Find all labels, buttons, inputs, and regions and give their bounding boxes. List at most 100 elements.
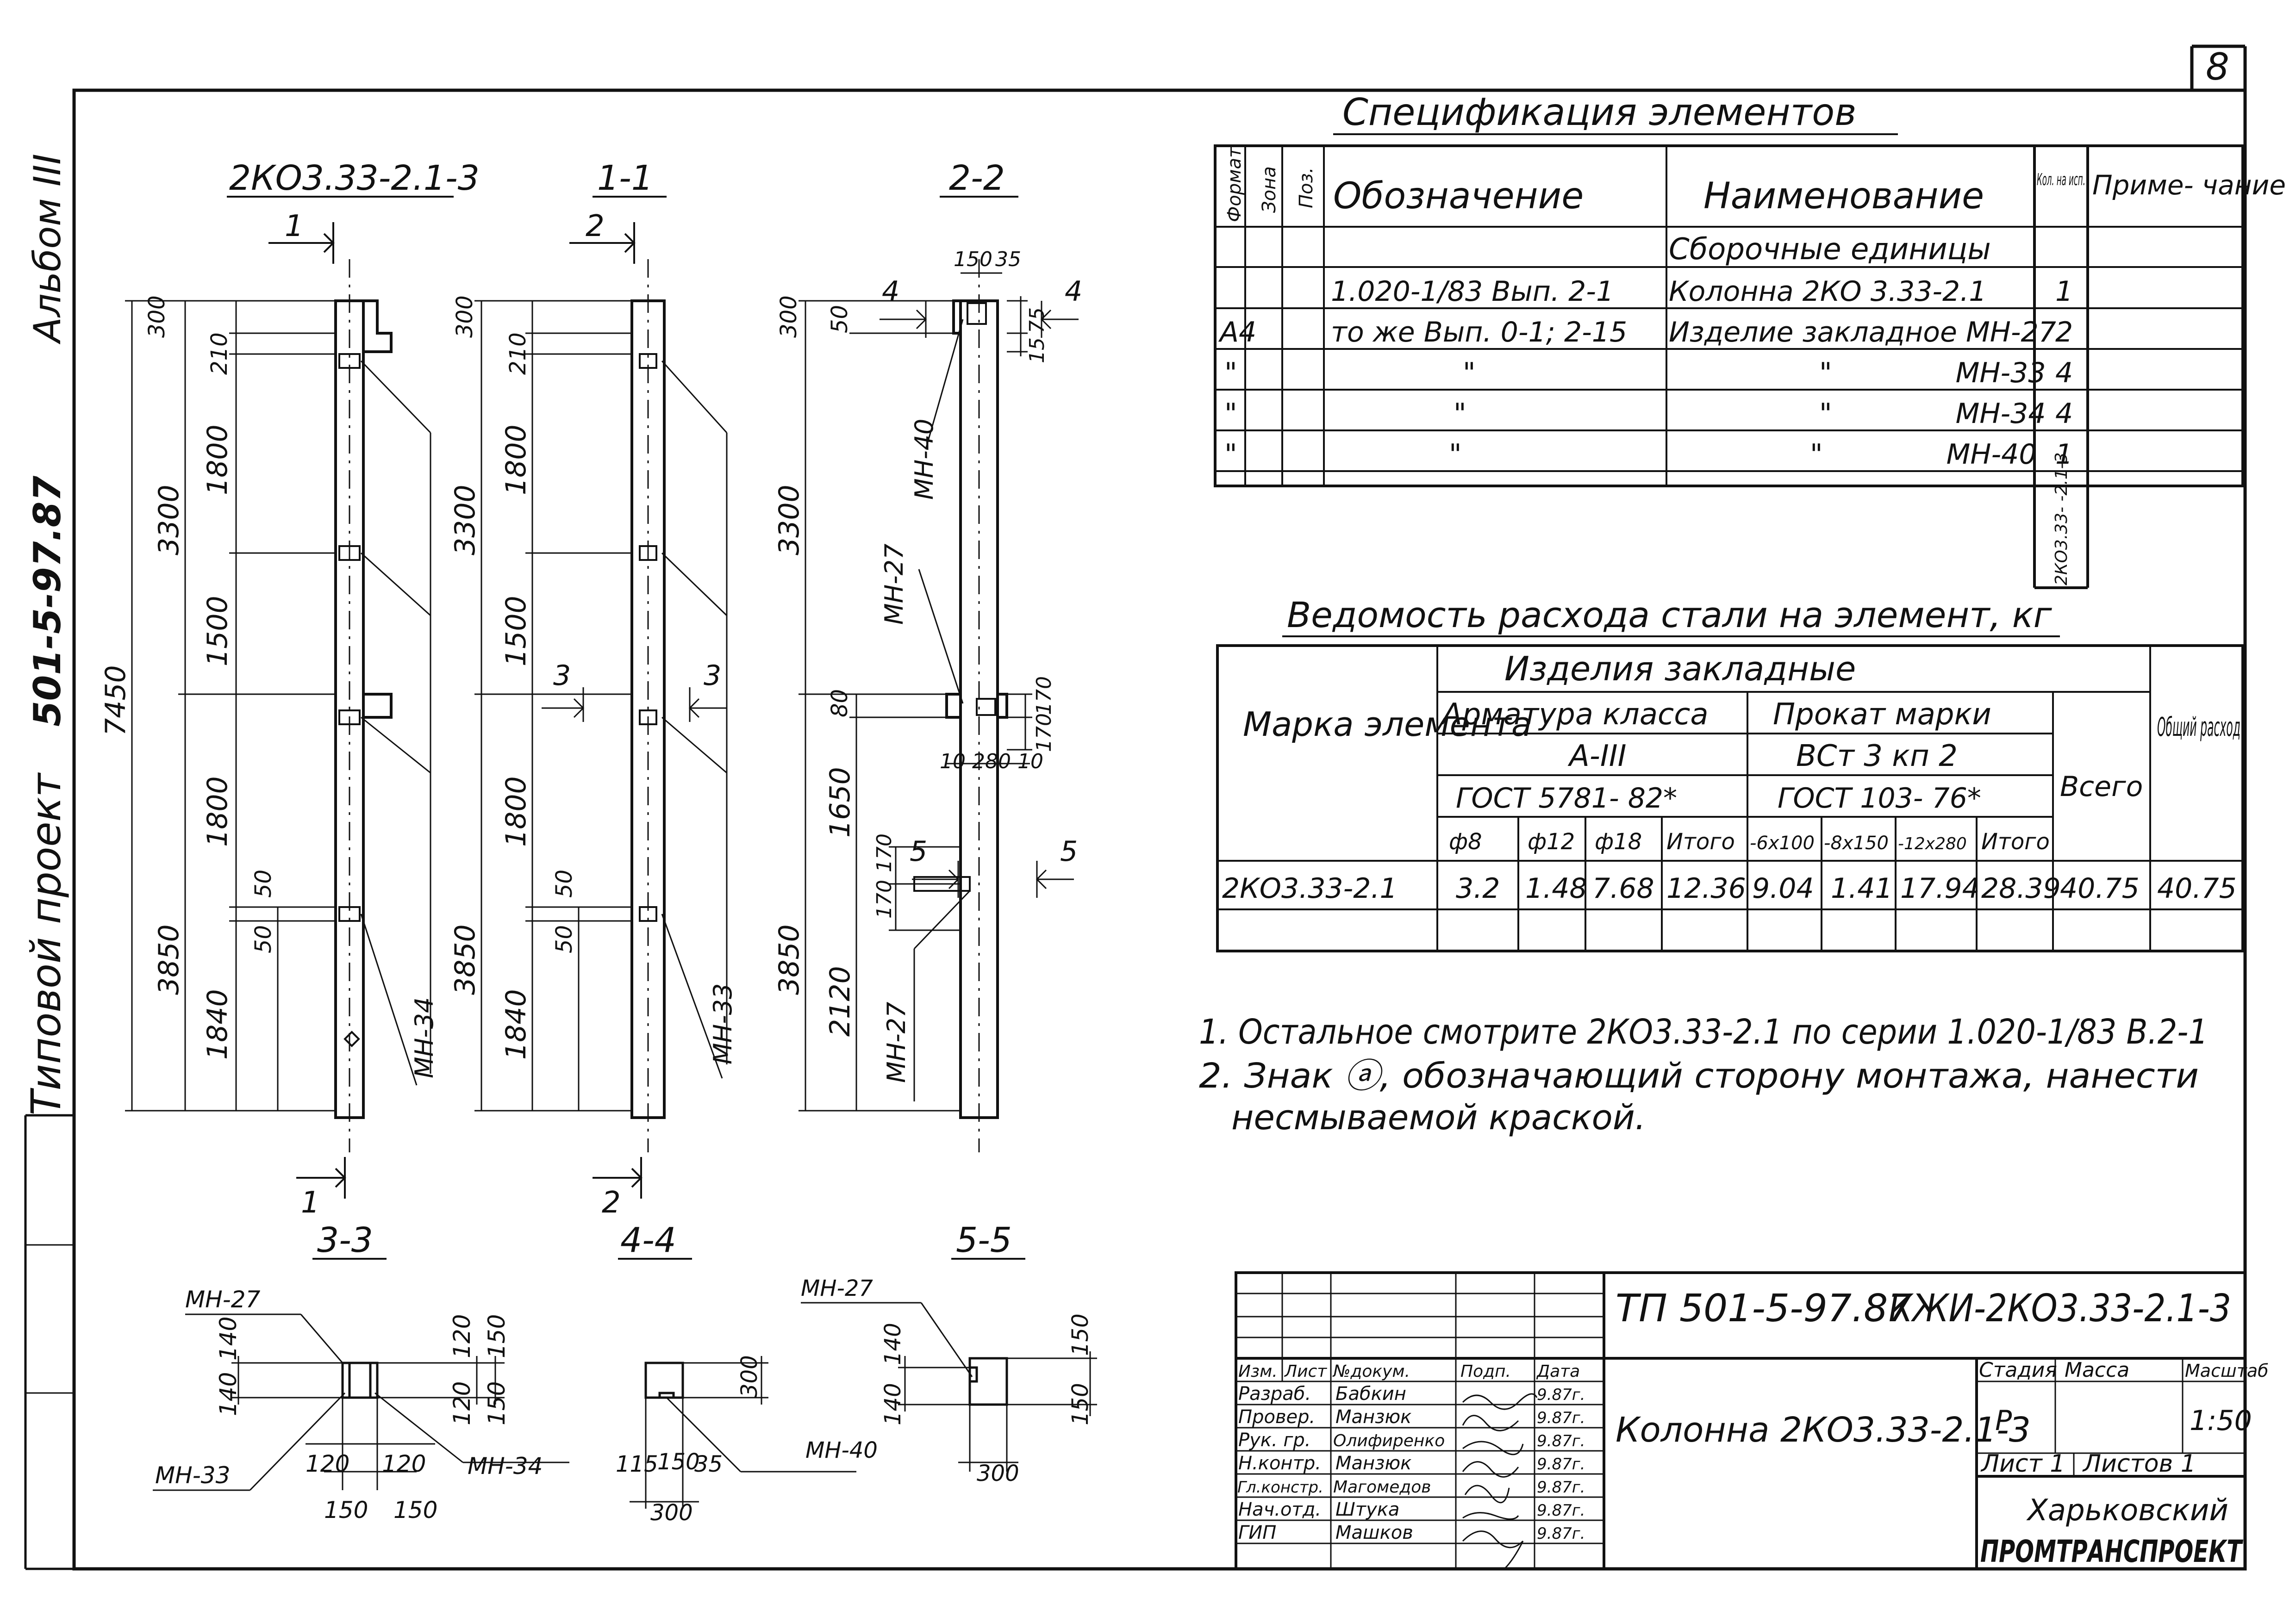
tb-sheets: Листов 1 bbox=[2082, 1450, 2196, 1478]
dimension-lines-c bbox=[799, 272, 1079, 1112]
staff-role: ГИП bbox=[1238, 1522, 1276, 1543]
tb-header-label: Подп. bbox=[1460, 1362, 1511, 1381]
dim-c-15: 15 bbox=[1025, 337, 1049, 363]
section-4-4-title: 4-4 bbox=[620, 1220, 676, 1260]
cut-mark-2-top: 2 bbox=[586, 209, 605, 243]
title-project: ТП 501-5-97.87 bbox=[1616, 1287, 1912, 1331]
signature-marks bbox=[1462, 1393, 1538, 1570]
spec-table: Спецификация элементов Формат Зона Поз. bbox=[1214, 91, 2286, 589]
dim-b-210: 210 bbox=[505, 332, 531, 375]
spec-header-note: Приме- чание bbox=[2092, 169, 2286, 201]
spec-row: " " " МН-40 1 bbox=[1224, 438, 2073, 471]
spec-cell-designation: 1.020-1/83 Вып. 2-1 bbox=[1331, 275, 1614, 308]
steel-cell: 40.75 bbox=[2060, 872, 2140, 905]
section-5-5-title: 5-5 bbox=[956, 1220, 1012, 1260]
steel-cell: 17.94 bbox=[1900, 872, 1980, 905]
steel-cell: 28.39 bbox=[1981, 872, 2061, 905]
tb-header-label: Лист bbox=[1284, 1362, 1327, 1381]
cut-mark-5-left: 5 bbox=[910, 835, 927, 868]
steel-header-rolled: Прокат марки bbox=[1773, 697, 1991, 732]
spec-cell-format: " bbox=[1224, 357, 1237, 389]
spec-cell-name: Изделие закладное МН-27 bbox=[1669, 316, 2056, 348]
dim-a-300: 300 bbox=[144, 295, 170, 338]
view-column-elevation: 2КО3.33-2.1-3 1 1 bbox=[100, 158, 480, 1220]
project-kind-label: Типовой проект bbox=[22, 772, 70, 1115]
dim-a-lower: 3850 bbox=[153, 924, 185, 995]
steel-header-embedded: Изделия закладные bbox=[1504, 649, 1856, 688]
steel-header-total: Всего bbox=[2060, 771, 2143, 803]
dim-a-1800a: 1800 bbox=[201, 424, 234, 495]
label-33-mh34: МН-34 bbox=[468, 1453, 543, 1480]
cut-mark-1-bottom: 1 bbox=[301, 1186, 320, 1220]
staff-date: 9.87г. bbox=[1537, 1478, 1585, 1497]
view-main-title: 2КО3.33-2.1-3 bbox=[229, 158, 480, 198]
dim-55-150b: 150 bbox=[1067, 1383, 1093, 1425]
dim-33-120b: 120 bbox=[449, 1381, 475, 1425]
spec-cell-name: Колонна 2КО 3.33-2.1 bbox=[1669, 275, 1986, 308]
title-block: ТП 501-5-97.87 КЖИ-2КО3.33-2.1-3 Колонна… bbox=[1235, 1271, 2269, 1570]
tb-org-line2: ПРОМТРАНСПРОЕКТ bbox=[1980, 1534, 2244, 1569]
steel-col-header: Итого bbox=[1666, 829, 1735, 855]
dim-a-50b: 50 bbox=[250, 925, 276, 953]
staff-name: Штука bbox=[1335, 1499, 1399, 1520]
label-44-mh40: МН-40 bbox=[805, 1437, 878, 1463]
note-3: несмываемой краской. bbox=[1231, 1098, 1646, 1138]
cut-mark-4-right: 4 bbox=[1065, 275, 1082, 308]
spec-cell-qty: 2 bbox=[2055, 316, 2073, 348]
dim-c-80: 80 bbox=[827, 689, 853, 717]
spec-cell-qty: 4 bbox=[2055, 357, 2073, 389]
label-a-mh34: МН-34 bbox=[410, 997, 439, 1078]
dim-55-140a: 140 bbox=[880, 1323, 906, 1365]
steel-title: Ведомость расхода стали на элемент, кг bbox=[1287, 594, 2053, 635]
steel-header-mark-text: Марка элемента bbox=[1243, 705, 1532, 744]
dim-a-50a: 50 bbox=[250, 870, 276, 898]
dim-a-1800b: 1800 bbox=[201, 776, 234, 847]
section-2-2-title: 2-2 bbox=[949, 158, 1005, 198]
spec-row: А4 то же Вып. 0-1; 2-15 Изделие закладно… bbox=[1218, 316, 2073, 348]
dim-33-140a: 140 bbox=[215, 1317, 242, 1361]
label-c-mh27-upper: МН-27 bbox=[880, 544, 909, 625]
steel-table: Ведомость расхода стали на элемент, кг М… bbox=[1216, 594, 2244, 952]
section-5-5: 5-5 МН-27 140 140 150 150 300 bbox=[801, 1220, 1097, 1486]
section-3-3-title: 3-3 bbox=[317, 1220, 373, 1260]
spec-cell-name: " МН-34 bbox=[1819, 398, 2046, 430]
dim-44-35: 35 bbox=[694, 1451, 723, 1477]
steel-subcolumn-headers: ф8 ф12 ф18 Итого -6х100 -8х150 -12х280 И… bbox=[1449, 829, 2050, 855]
tb-stage-label: Стадия bbox=[1979, 1358, 2057, 1382]
steel-cell: 12.36 bbox=[1666, 872, 1746, 905]
dim-a-upper: 3300 bbox=[153, 485, 185, 555]
dim-33-h120a: 120 bbox=[306, 1450, 349, 1477]
steel-header-rebar-class: А-III bbox=[1567, 739, 1627, 773]
staff-date: 9.87г. bbox=[1537, 1455, 1585, 1474]
staff-role: Разраб. bbox=[1238, 1383, 1311, 1405]
staff-name: Олифиренко bbox=[1333, 1431, 1445, 1450]
spec-header-format: Формат bbox=[1224, 146, 1245, 222]
dim-55-150a: 150 bbox=[1067, 1313, 1093, 1356]
steel-cell: 1.41 bbox=[1831, 872, 1893, 905]
dim-c-2120: 2120 bbox=[824, 966, 856, 1037]
spec-header-name: Наименование bbox=[1703, 175, 1984, 217]
steel-col-header: ф8 bbox=[1449, 829, 1482, 855]
spec-cell-designation: то же Вып. 0-1; 2-15 bbox=[1331, 316, 1627, 348]
tb-sheet: Лист 1 bbox=[1980, 1450, 2065, 1478]
staff-date: 9.87г. bbox=[1537, 1501, 1585, 1520]
steel-cell: 7.68 bbox=[1592, 872, 1654, 905]
dimension-lines-b bbox=[474, 300, 728, 1112]
label-c-mh27-lower: МН-27 bbox=[882, 1002, 911, 1083]
view-section-1-1: 1-1 2 2 bbox=[449, 158, 737, 1220]
spec-row: 1.020-1/83 Вып. 2-1 Колонна 2КО 3.33-2.1… bbox=[1331, 275, 2073, 308]
staff-name: Машков bbox=[1335, 1522, 1413, 1543]
dim-44-115: 115 bbox=[616, 1451, 658, 1477]
steel-cell: 9.04 bbox=[1752, 872, 1814, 905]
spec-cell-format: А4 bbox=[1218, 316, 1256, 348]
steel-cell: 3.2 bbox=[1456, 872, 1500, 905]
dim-c-upper: 3300 bbox=[773, 485, 805, 555]
steel-header-rebar: Арматура класса bbox=[1440, 697, 1709, 732]
cut-mark-1-top: 1 bbox=[285, 209, 304, 243]
steel-header-grand: Общий расход bbox=[2157, 712, 2240, 742]
dim-33-w150a: 150 bbox=[324, 1497, 368, 1524]
section-4-4: 4-4 300 115 150 35 300 МН-40 bbox=[616, 1220, 878, 1526]
staff-role: Рук. гр. bbox=[1238, 1430, 1311, 1451]
tb-header-label: №докум. bbox=[1332, 1362, 1410, 1381]
